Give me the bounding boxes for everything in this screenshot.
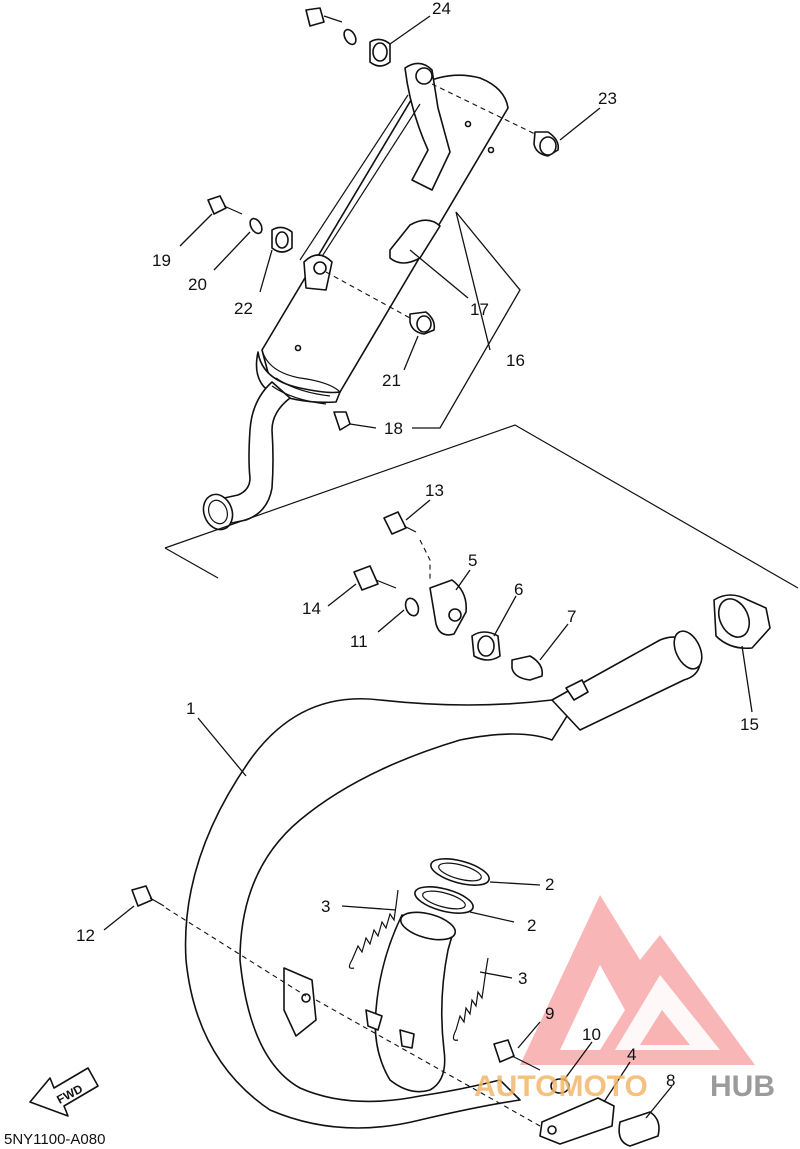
silencer-group-outline: [164, 424, 799, 589]
fasteners-lower: [131, 885, 660, 1147]
callout-24: 24: [432, 0, 451, 18]
callout-17: 17: [470, 300, 489, 319]
callout-9: 9: [545, 1004, 554, 1023]
callout-3b: 3: [518, 969, 527, 988]
callout-12: 12: [76, 926, 95, 945]
callout-3a: 3: [321, 897, 330, 916]
callout-4: 4: [627, 1045, 636, 1064]
watermark-logo: [520, 895, 755, 1065]
silencer-assembly: [202, 62, 509, 531]
callout-21: 21: [382, 371, 401, 390]
fasteners-middle: [353, 511, 771, 681]
fasteners-upper: [207, 7, 560, 431]
watermark-text-b: HUB: [710, 1070, 775, 1103]
callout-16: 16: [506, 351, 525, 370]
diagram-code: 5NY1100-A080: [4, 1131, 105, 1148]
callout-22: 22: [234, 299, 253, 318]
callout-2a: 2: [545, 875, 554, 894]
springs: [348, 889, 489, 1041]
callout-18: 18: [384, 419, 403, 438]
watermark-text: AUTOMOTO HUB: [474, 1070, 775, 1103]
callout-23: 23: [598, 89, 617, 108]
callout-15: 15: [740, 715, 759, 734]
callout-2b: 2: [527, 916, 536, 935]
gaskets: [414, 858, 490, 914]
callout-7: 7: [567, 607, 576, 626]
callout-20: 20: [188, 275, 207, 294]
callout-labels: 1 2 2 3 3 4 5 6 7 8 9 10 11 12 13 14 15 …: [76, 0, 759, 1090]
callout-10: 10: [582, 1025, 601, 1044]
callout-8: 8: [666, 1071, 675, 1090]
callout-19: 19: [152, 251, 171, 270]
callout-14: 14: [302, 599, 321, 618]
exhaust-pipe-chamber: [184, 630, 703, 1129]
callout-13: 13: [425, 481, 444, 500]
watermark-text-a: AUTOMOTO: [474, 1070, 648, 1103]
callout-5: 5: [468, 551, 477, 570]
callout-6: 6: [514, 580, 523, 599]
callout-11: 11: [350, 632, 368, 651]
forward-arrow-icon: FWD: [29, 1067, 99, 1117]
callout-1: 1: [186, 699, 195, 718]
leader-lines: [103, 15, 753, 1119]
